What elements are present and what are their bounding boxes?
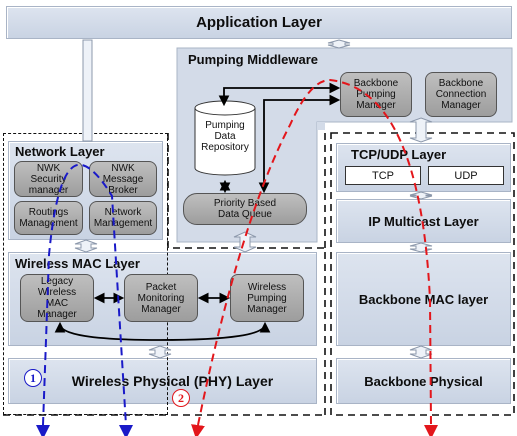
network-management: Network Management [89,201,157,235]
nwk-message-broker: NWK Message Broker [89,161,157,197]
legacy-wireless-mac-manager: Legacy Wireless MAC Manager [20,274,94,322]
pumping-data-repository: Pumping Data Repository [201,120,249,153]
priority-data-queue: Priority Based Data Queue [183,193,307,225]
application-layer-title: Application Layer [196,14,322,31]
application-layer: Application Layer [6,6,512,39]
udp-box: UDP [428,166,504,185]
pumping-middleware-title: Pumping Middleware [188,52,319,67]
wireless-pumping-manager: Wireless Pumping Manager [230,274,304,322]
packet-monitoring-manager: Packet Monitoring Manager [124,274,198,322]
path-2-label: 2 [172,389,190,407]
tcp-box: TCP [345,166,421,185]
nwk-security-manager: NWK Security manager [14,161,83,197]
routing-management: Routings Management [14,201,83,235]
path-1-label: 1 [24,369,42,387]
